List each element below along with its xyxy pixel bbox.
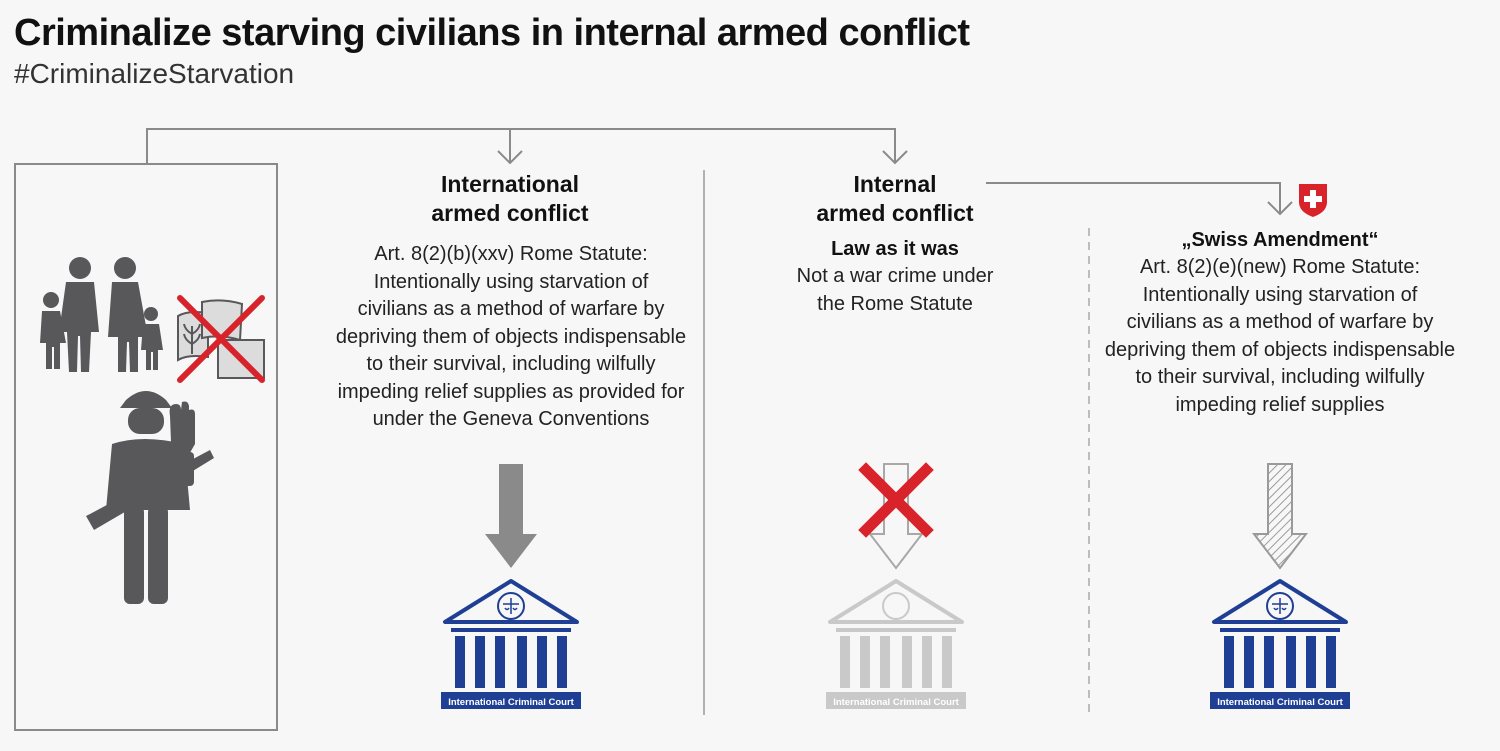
col2-heading-line2: armed conflict [816,200,974,226]
soldier-icon [86,391,214,604]
col3-text-line: civilians as a method of warfare by [1126,311,1434,333]
col3-text-line: to their survival, including wilfully [1135,366,1425,388]
page-title: Criminalize starving civilians in intern… [14,12,970,54]
col2-text-line: Not a war crime under [796,265,994,287]
col1-text-line: Intentionally using starvation of [373,270,649,293]
col3-text-line: Art. 8(2)(e)(new) Rome Statute: [1139,256,1421,278]
col1-text-line: civilians as a method of warfare by [357,298,665,320]
col3-subheading: „Swiss Amendment“ [1181,229,1379,251]
col1-text: Art. 8(2)(b)(xxv) Rome Statute: Intentio… [325,241,697,434]
col3-text-line: impeding relief supplies [1175,393,1385,416]
col3-text: Art. 8(2)(e)(new) Rome Statute: Intentio… [1094,254,1466,419]
col1-text-line: depriving them of objects indispensable [335,325,687,348]
col2-subheading: Law as it was [831,238,959,260]
swiss-flag-icon [1299,184,1327,217]
col2-heading-line1: Internal [853,171,937,197]
hatched-down-arrow-icon [1251,463,1309,570]
col1-text-line: to their survival, including wilfully [366,353,656,375]
hashtag: #CriminalizeStarvation [14,58,295,89]
col2-text-line: the Rome Statute [817,292,973,315]
court-label: International Criminal Court [1217,697,1343,708]
crossed-out-supplies-icon [177,295,265,383]
court-building-icon: International Criminal Court [1210,579,1350,709]
red-cross-icon [858,462,934,538]
col1-text-line: impeding relief supplies as provided for [337,380,685,403]
col1-text-line: under the Geneva Conventions [372,408,650,430]
col1-text-line: Art. 8(2)(b)(xxv) Rome Statute: [374,243,648,265]
court-building-icon: International Criminal Court [441,579,581,709]
scenario-panel [14,163,278,731]
col1-heading-line2: armed conflict [431,200,589,226]
outline-down-arrow-icon [867,463,925,570]
solid-down-arrow-icon [485,464,537,568]
col2-text: Not a war crime under the Rome Statute [745,263,1045,318]
court-label: International Criminal Court [833,697,959,708]
court-label: International Criminal Court [448,697,574,708]
family-icon [40,257,163,372]
court-building-icon: International Criminal Court [826,579,966,709]
col3-text-line: Intentionally using starvation of [1142,283,1418,306]
col3-text-line: depriving them of objects indispensable [1104,338,1456,361]
col1-heading-line1: International [440,171,579,197]
